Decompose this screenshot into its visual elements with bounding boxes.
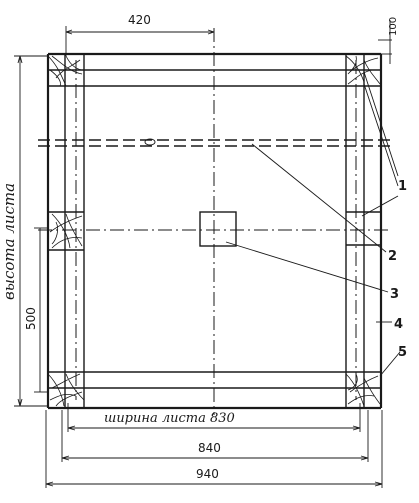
callout-3: 3 [390,287,399,302]
dim-label-height: высота листа [0,183,18,300]
dim-label-840: 840 [198,441,221,455]
corner-block-bottom-left [47,373,85,407]
dim-label-940: 940 [196,467,219,481]
dim-label-sheet-width: ширина листа 830 [104,411,235,426]
dim-left-500 [34,227,48,393]
central-square [199,211,237,247]
dim-top-420 [65,26,215,56]
dim-label-100: 100 [388,17,399,36]
corner-block-top-left [47,55,85,87]
dashed-rail [38,138,392,147]
callout-5: 5 [398,345,407,360]
dim-bottom-940 [45,410,383,488]
leader-lines [225,71,401,377]
side-block-right [346,211,381,246]
side-block-left [48,211,84,251]
centre-lines [38,28,392,415]
callout-4: 4 [394,317,403,332]
dim-left-height [14,55,48,407]
dim-label-500: 500 [24,307,38,330]
corner-block-bottom-right [345,373,381,407]
callout-2: 2 [388,249,397,264]
dim-top-right-100 [378,20,392,64]
callout-1: 1 [398,179,407,194]
dim-bottom-830 [67,403,361,432]
dim-bottom-840 [61,410,369,462]
dim-label-420: 420 [128,13,151,27]
